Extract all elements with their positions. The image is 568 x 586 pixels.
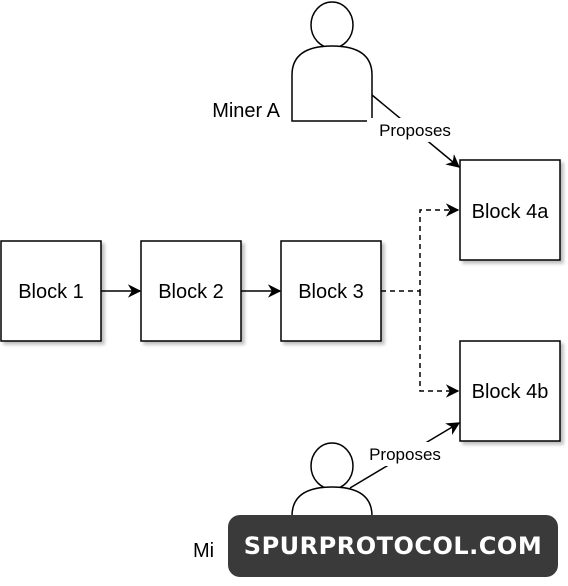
proposes-b-label: Proposes <box>369 445 441 464</box>
block-3: Block 3 <box>280 240 382 342</box>
dashed-arrow-block3-to-block4a <box>381 203 460 292</box>
miner-a-actor-icon <box>291 1 373 122</box>
block-1: Block 1 <box>0 240 102 342</box>
block-3-label: Block 3 <box>298 281 364 303</box>
dashed-arrow-block3-to-block4b <box>419 291 460 398</box>
proposes-a-label: Proposes <box>379 121 451 140</box>
watermark-badge: SPURPROTOCOL.COM <box>228 515 558 577</box>
proposes-b-label-bg <box>357 442 453 466</box>
block-4a: Block 4a <box>459 159 561 261</box>
block-1-label: Block 1 <box>18 281 84 303</box>
block-4b: Block 4b <box>459 340 561 442</box>
proposes-a-label-bg <box>367 118 463 142</box>
block-4a-label: Block 4a <box>472 201 550 223</box>
block-2-label: Block 2 <box>158 281 224 303</box>
block-2: Block 2 <box>140 240 242 342</box>
miner-b-label: Mi <box>193 540 214 562</box>
block-4b-label: Block 4b <box>472 381 549 403</box>
miner-a-label: Miner A <box>212 100 280 122</box>
